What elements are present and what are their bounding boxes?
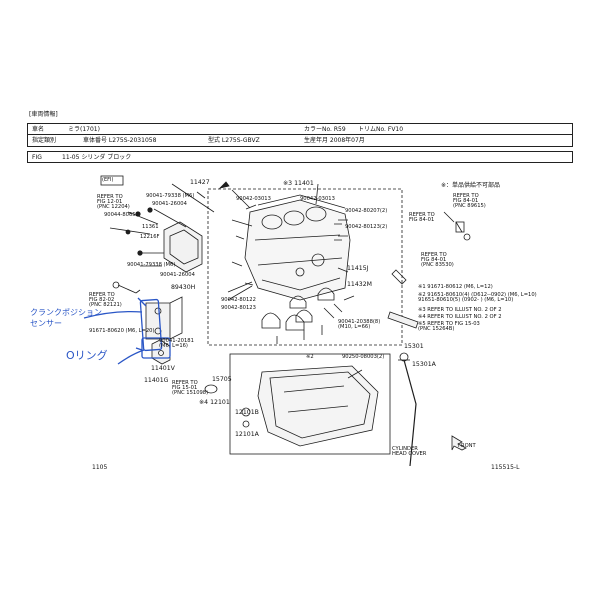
frame-number: 車体番号 L275S-2031058 — [83, 137, 157, 144]
label-11432M: 11432M — [347, 281, 373, 288]
handwritten-o-ring: Oリング — [66, 349, 108, 362]
note-3: ※3 REFER TO ILLUST NO. 2 OF 2 — [418, 307, 502, 313]
oil-pan-box — [229, 353, 391, 455]
row-model: 車名 ミラ(1701) カラーNo. R59 トリムNo. FV10 — [27, 123, 573, 135]
label-15705: 15705 — [212, 376, 232, 383]
note-4: ※4 REFER TO ILLUST NO. 2 OF 2 — [418, 314, 502, 320]
label-90041-26004-a: 90041-26004 — [152, 201, 187, 207]
handwritten-box-sensor — [139, 298, 163, 352]
vehicle-info-title: [車両情報] — [29, 111, 58, 118]
label-front: FRONT — [458, 443, 476, 449]
label-11415J: 11415J — [347, 265, 369, 272]
crank-position-sensor — [117, 284, 141, 294]
label-90250-08003: 90250-08003(2) — [342, 354, 385, 360]
bearing-cap-5 — [295, 309, 313, 323]
row-spec: 指定類別 車体番号 L275S-2031058 型式 L275S-GBVZ 生産… — [27, 135, 573, 147]
label-89430H: 89430H — [171, 284, 196, 291]
note-2: ※2 91651-80610(4) (D612--0902) (M6, L=10… — [418, 292, 537, 304]
label-90042-03013-b: 90042-03013 — [300, 196, 335, 202]
label-11361: 11361 — [142, 224, 159, 230]
color-no: カラーNo. R59 — [304, 126, 346, 133]
row-fig: FIG 11-05 シリンダ ブロック — [27, 151, 573, 163]
row-model-label: 車名 — [32, 126, 45, 133]
label-15301: 15301 — [404, 343, 424, 350]
handwritten-crank-sensor: クランクポジション センサー — [30, 308, 102, 328]
label-12101: ※4 12101 — [199, 399, 230, 406]
efi-badge: (EFI) — [102, 177, 114, 183]
front-arrow — [451, 435, 467, 451]
label-90041-26004-b: 90041-26004 — [160, 272, 195, 278]
label-note-2-b: ※2 — [306, 354, 314, 360]
handwritten-box-oring — [141, 337, 171, 359]
label-90042-80207: 90042-80207(2) — [345, 208, 388, 214]
note-1: ※1 91671-80612 (M6, L=12) — [418, 284, 493, 290]
cylinder-bore-2 — [283, 210, 305, 226]
bearing-cap-3 — [289, 295, 307, 309]
drawing-number: 115515-L — [491, 464, 520, 471]
label-15301A: 15301A — [412, 361, 436, 368]
label-90042-03013-a: 90042-03013 — [236, 196, 271, 202]
oil-pressure-switch — [443, 211, 463, 233]
label-12101B: 12101B — [235, 409, 259, 416]
label-12216F: 12216F — [140, 234, 160, 240]
fig-value: 11-05 シリンダ ブロック — [62, 154, 132, 161]
knock-sensor — [391, 269, 407, 285]
label-90042-80123-b: 90042-80123 — [221, 305, 256, 311]
label-11401G: 11401G — [144, 377, 169, 384]
label-12101A: 12101A — [235, 431, 259, 438]
water-drain-plug — [387, 311, 419, 329]
oil-dipstick — [403, 359, 417, 467]
label-ref-84-01-a: REFER TO FIG 84-01 — [409, 212, 435, 224]
vehicle-info-table: [車両情報] 車名 ミラ(1701) カラーNo. R59 トリムNo. FV1… — [27, 110, 573, 166]
label-11401V: 11401V — [151, 365, 175, 372]
label-90042-80122: 90042-80122 — [221, 297, 256, 303]
cylinder-bore-1 — [261, 214, 283, 230]
block-group-box — [207, 188, 403, 346]
fig-label: FIG — [32, 154, 42, 161]
note-5: ※5 REFER TO FIG 15-03 (PNC 15264B) — [418, 321, 480, 333]
drain-plug — [241, 407, 251, 417]
notice-text: ※：単品供給不可部品 — [441, 182, 501, 189]
handwritten-arrow-sensor — [83, 310, 143, 319]
label-91671-80620: 91671-80620 (M6, L=20) — [89, 328, 155, 334]
label-ref-89615: REFER TO FIG 84-01 (PNC 89615) — [453, 193, 486, 210]
bearing-cap-2 — [285, 314, 305, 331]
cylinder-block-body — [244, 199, 351, 301]
label-90041-79338: 90041-79338 (M6) — [146, 193, 195, 199]
page-number: 1105 — [92, 464, 108, 471]
model-code: 型式 L275S-GBVZ — [208, 137, 260, 144]
label-90041-20181: 90041-20181 (M6, L=16) — [159, 338, 194, 350]
row-model-value: ミラ(1701) — [68, 126, 100, 133]
label-90044-80652: 90044-80652 — [104, 212, 139, 218]
bearing-cap-1 — [261, 312, 281, 329]
label-90041-79338-b: 90041-79338 (M6) — [127, 262, 176, 268]
label-90041-20388: 90041-20388(8) (M10, L=66) — [338, 319, 381, 331]
label-90042-80123-a: 90042-80123(2) — [345, 224, 388, 230]
label-11401: ※3 11401 — [283, 180, 314, 187]
trim-no: トリムNo. FV10 — [358, 126, 404, 133]
o-ring-gasket — [204, 384, 218, 394]
bearing-cap-4 — [317, 287, 335, 301]
label-cylinder-head-cover: CYLINDER HEAD COVER — [392, 446, 427, 458]
production-date: 生産年月 2008年07月 — [304, 137, 365, 144]
label-ref-15-01: REFER TO FIG 15-01 (PNC 151098) — [172, 380, 209, 397]
label-11427: 11427 — [190, 179, 210, 186]
handwritten-arrow-oring — [117, 349, 145, 365]
label-ref-12-01: REFER TO FIG 12-01 (PNC 12204) — [97, 194, 130, 211]
row-spec-label: 指定類別 — [32, 137, 57, 144]
cylinder-bore-3 — [305, 206, 327, 222]
label-ref-83530: REFER TO FIG 84-01 (PNC 83530) — [421, 252, 454, 269]
oil-pan — [257, 365, 379, 447]
label-ref-82-02: REFER TO FIG 82-02 (PNC 82121) — [89, 292, 122, 309]
